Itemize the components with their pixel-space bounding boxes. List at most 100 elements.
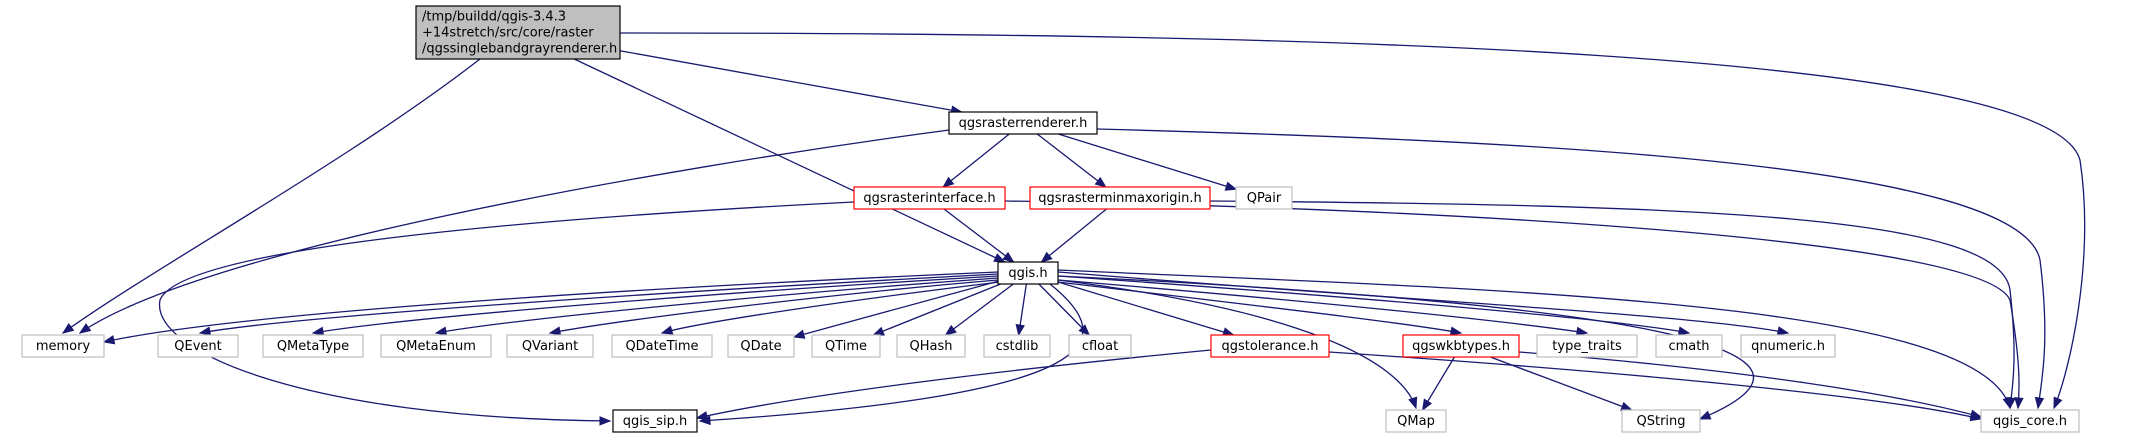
arrowhead-root-to-qgiscore: [2053, 396, 2063, 410]
node-cmath: cmath: [1655, 334, 1723, 358]
edge-rasterinterface-to-qgiscore: [1004, 200, 2020, 409]
node-box-qvariant: [506, 334, 594, 358]
node-qevent: QEvent: [157, 334, 239, 358]
node-minmaxorigin[interactable]: qgsrasterminmaxorigin.h: [1029, 186, 1211, 210]
node-root[interactable]: /tmp/buildd/qgis-3.4.3+14stretch/src/cor…: [415, 5, 621, 60]
node-wkbtypes[interactable]: qgswkbtypes.h: [1402, 334, 1520, 358]
node-qvariant: QVariant: [506, 334, 594, 358]
edge-root-to-memory: [62, 58, 481, 334]
node-box-minmaxorigin: [1029, 186, 1211, 210]
node-label-typetraits: type_traits: [1552, 339, 1622, 354]
node-box-qpair: [1235, 186, 1293, 210]
node-label-tolerance: qgstolerance.h: [1221, 339, 1318, 354]
node-box-rasterinterface: [853, 186, 1006, 210]
node-label-cmath: cmath: [1668, 339, 1709, 354]
nodes-layer: /tmp/buildd/qgis-3.4.3+14stretch/src/cor…: [21, 5, 2080, 433]
node-label-memory: memory: [36, 339, 91, 354]
arrowhead-qgis-to-qevent: [198, 326, 212, 336]
node-tolerance[interactable]: qgstolerance.h: [1210, 334, 1330, 358]
edge-tolerance-to-qgiscore: [1328, 351, 1982, 420]
edge-qgis-to-qhash: [945, 283, 1014, 336]
edge-qgis-to-qdatetime: [661, 281, 1001, 334]
node-label-rasterinterface: qgsrasterinterface.h: [863, 191, 995, 206]
node-label-cfloat: cfloat: [1082, 339, 1118, 354]
node-qtime: QTime: [811, 334, 881, 358]
node-label-qgissip: qgis_sip.h: [623, 414, 687, 429]
node-rasterrenderer[interactable]: qgsrasterrenderer.h: [948, 111, 1098, 135]
arrowhead-minmaxorigin-to-qgis: [1040, 251, 1053, 263]
node-label-root-line-1: /tmp/buildd/qgis-3.4.3: [422, 10, 566, 25]
node-typetraits: type_traits: [1536, 334, 1638, 358]
node-qgiscore: qgis_core.h: [1980, 409, 2080, 433]
node-label-qgiscore: qgis_core.h: [1993, 414, 2067, 429]
arrowhead-rasterrenderer-to-memory: [78, 323, 92, 334]
node-box-qgiscore: [1980, 409, 2080, 433]
node-box-qdate: [727, 334, 795, 358]
node-box-root: [415, 5, 621, 60]
edge-root-to-qgiscore: [619, 32, 2086, 409]
arrowhead-qgis-to-qdate: [792, 329, 806, 339]
arrowhead-qgis-to-typetraits: [1575, 326, 1589, 337]
node-box-memory: [21, 334, 105, 358]
edge-qgis-to-qevent: [199, 273, 999, 334]
edge-qgis-to-qmetaenum: [435, 277, 999, 334]
arrowhead-qgis-to-qtime: [872, 326, 885, 336]
node-qpair: QPair: [1235, 186, 1293, 210]
node-label-qpair: QPair: [1247, 191, 1282, 206]
edge-qgis-to-cfloat: [1038, 283, 1090, 336]
node-box-tolerance: [1210, 334, 1330, 358]
edges-layer: [61, 32, 2086, 426]
node-label-qdatetime: QDateTime: [625, 339, 698, 354]
node-qdatetime: QDateTime: [611, 334, 713, 358]
node-label-wkbtypes: qgswkbtypes.h: [1412, 339, 1510, 354]
arrowhead-qgis-to-cmath: [1677, 326, 1691, 336]
node-label-qevent: QEvent: [174, 339, 221, 354]
node-box-cmath: [1655, 334, 1723, 358]
edge-qgis-to-qdate: [793, 280, 999, 338]
arrowhead-qgis-to-qmetatype: [311, 326, 325, 336]
arrowhead-rasterinterface-to-qgiscore: [2014, 397, 2024, 410]
node-qmap: QMap: [1385, 409, 1447, 433]
edge-rasterrenderer-to-memory: [79, 129, 950, 334]
edge-minmaxorigin-to-qgis: [1041, 208, 1107, 263]
node-label-qmap: QMap: [1397, 414, 1435, 429]
edge-rasterrenderer-to-rasterinterface: [942, 133, 1010, 188]
arrowhead-qgis-to-qmap: [1408, 396, 1418, 410]
arrowhead-qgis-to-qvariant: [548, 326, 562, 336]
node-qgis[interactable]: qgis.h: [997, 261, 1059, 285]
edge-qgis-to-qmetatype: [312, 275, 999, 334]
node-label-qstring: QString: [1636, 414, 1685, 429]
edge-rasterrenderer-to-minmaxorigin: [1036, 133, 1107, 188]
arrowhead-tolerance-to-qgissip: [695, 411, 709, 421]
node-qdate: QDate: [727, 334, 795, 358]
node-label-qnumeric: qnumeric.h: [1751, 339, 1825, 354]
node-box-cfloat: [1068, 334, 1132, 358]
edge-rasterinterface-to-qgissip: [158, 201, 855, 422]
node-box-qmetatype: [262, 334, 364, 358]
edge-tolerance-to-qgissip: [696, 349, 1212, 419]
arrowhead-rasterinterface-to-qgis: [1002, 251, 1015, 263]
node-box-rasterrenderer: [948, 111, 1098, 135]
node-rasterinterface[interactable]: qgsrasterinterface.h: [853, 186, 1006, 210]
node-box-qtime: [811, 334, 881, 358]
edge-qgis-to-qgiscore: [1057, 269, 2011, 409]
node-qmetatype: QMetaType: [262, 334, 364, 358]
node-label-qmetatype: QMetaType: [277, 339, 349, 354]
edge-wkbtypes-to-qgiscore: [1518, 351, 1982, 418]
node-box-qhash: [896, 334, 966, 358]
arrowhead-qgis-to-qstring: [1698, 410, 1712, 420]
edge-minmaxorigin-to-qgiscore: [1209, 200, 2015, 409]
node-box-wkbtypes: [1402, 334, 1520, 358]
node-box-qmetaenum: [380, 334, 492, 358]
arrowhead-rasterinterface-to-qgissip: [599, 416, 612, 426]
node-memory: memory: [21, 334, 105, 358]
node-label-root-line-3: /qgssinglebandgrayrenderer.h: [422, 42, 617, 57]
node-qgissip[interactable]: qgis_sip.h: [612, 409, 698, 433]
edge-qgis-to-cmath: [1057, 275, 1690, 334]
node-label-rasterrenderer: qgsrasterrenderer.h: [959, 116, 1088, 131]
node-box-qgissip: [612, 409, 698, 433]
edge-qgis-to-memory: [103, 271, 999, 343]
arrowhead-qgis-to-memory: [102, 335, 116, 345]
node-box-typetraits: [1536, 334, 1638, 358]
